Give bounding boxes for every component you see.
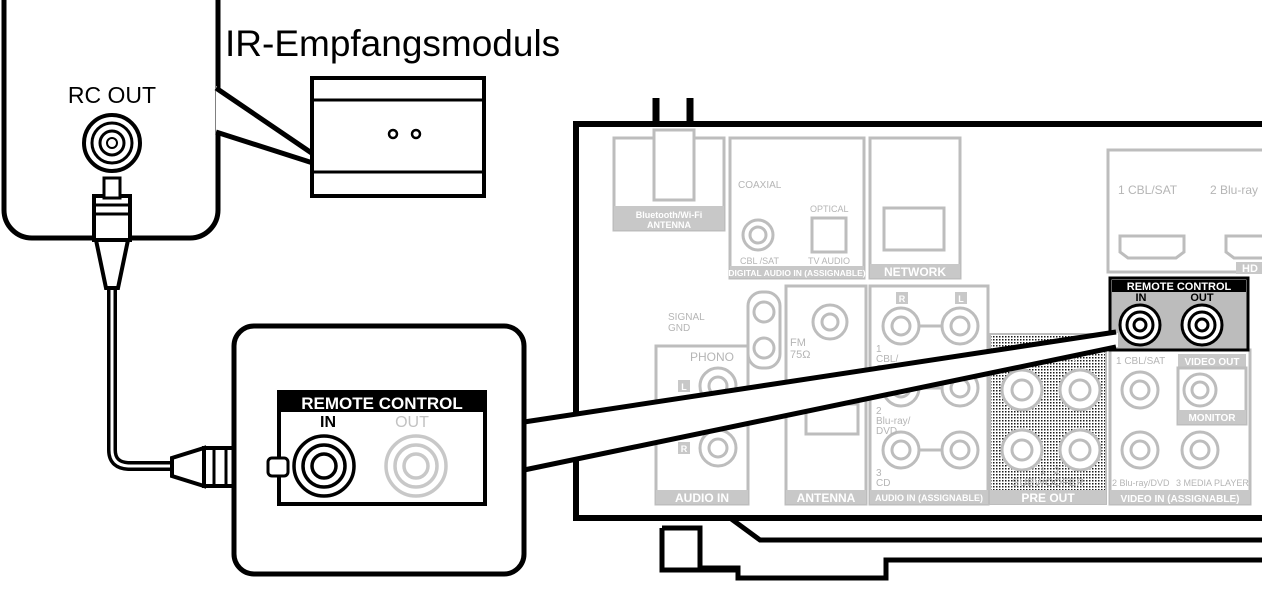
fm-label: FM xyxy=(790,337,806,349)
zoom-in-jack xyxy=(292,434,356,498)
pre-out-label: PRE OUT xyxy=(1021,491,1075,505)
phono-r-label: R xyxy=(681,444,688,454)
audio-in-label: AUDIO IN xyxy=(675,491,729,505)
panel-remote-out: OUT xyxy=(1190,292,1214,304)
rc-out-label: RC OUT xyxy=(68,82,156,108)
zoom-callout: REMOTE CONTROL IN OUT xyxy=(231,323,1118,577)
subwoofer-1-label: 1 xyxy=(1040,466,1046,477)
phono-label: PHONO xyxy=(690,350,734,364)
bt-antenna-line2: ANTENNA xyxy=(647,220,691,230)
zoom-out-jack xyxy=(384,434,448,498)
hdmi-tag: HD xyxy=(1242,263,1258,275)
video-3-label: 3 MEDIA PLAYER xyxy=(1176,478,1249,488)
antenna-label: ANTENNA xyxy=(797,491,856,505)
src3-line2: CD xyxy=(876,478,890,489)
audio-in-assignable-label: AUDIO IN (ASSIGNABLE) xyxy=(875,493,983,503)
ir-module-callout: RC OUT IR-Empfangsmoduls xyxy=(1,0,560,241)
phono-l-label: L xyxy=(681,382,687,392)
audio-r-label: R xyxy=(899,294,906,304)
rca-cable xyxy=(92,176,282,489)
zoom-in-label: IN xyxy=(320,414,336,431)
fm-ohm-label: 75Ω xyxy=(790,349,810,361)
ir-receiver-module xyxy=(310,76,486,198)
digital-audio-in-label: DIGITAL AUDIO IN (ASSIGNABLE) xyxy=(728,268,865,278)
src1-num: 1 xyxy=(876,344,882,355)
video-1-label: 1 CBL/SAT xyxy=(1116,356,1165,367)
coaxial-label: COAXIAL xyxy=(738,180,782,191)
panel-remote-in: IN xyxy=(1136,292,1147,304)
rc-out-jack xyxy=(82,113,142,173)
receiver-rear-panel: Bluetooth/Wi-Fi ANTENNA COAXIAL OPTICAL … xyxy=(573,98,1262,581)
video-in-label: VIDEO IN (ASSIGNABLE) xyxy=(1121,494,1240,505)
video-2-label: 2 Blu-ray/DVD xyxy=(1112,478,1170,488)
video-out-label: VIDEO OUT xyxy=(1184,357,1239,368)
hdmi-2-label: 2 Blu-ray xyxy=(1210,183,1258,197)
audio-l-label: L xyxy=(958,294,964,304)
ir-module-title: IR-Empfangsmoduls xyxy=(225,23,560,64)
hdmi-1-label: 1 CBL/SAT xyxy=(1118,183,1178,197)
zoom-remote-control: REMOTE CONTROL IN OUT xyxy=(277,390,487,506)
network-label: NETWORK xyxy=(884,265,946,279)
subwoofer-label: SUBWOOFER xyxy=(1012,477,1084,489)
zoom-out-label: OUT xyxy=(395,414,429,431)
cbl-sat-label: CBL /SAT xyxy=(740,256,780,266)
panel-remote-control: REMOTE CONTROL IN OUT xyxy=(1108,276,1250,352)
signal-gnd-line1: SIGNAL xyxy=(668,312,705,323)
src1-line2: CBL/ xyxy=(876,354,898,365)
src2-line3: DVD xyxy=(876,426,897,437)
src2-line2: Blu-ray/ xyxy=(876,416,911,427)
subwoofer-2-label: 2 xyxy=(1054,466,1060,477)
src3-num: 3 xyxy=(876,468,882,479)
optical-label: OPTICAL xyxy=(810,204,849,214)
bt-antenna-line1: Bluetooth/Wi-Fi xyxy=(636,210,702,220)
zoom-remote-title: REMOTE CONTROL xyxy=(301,394,463,413)
tv-audio-label: TV AUDIO xyxy=(808,256,850,266)
monitor-label: MONITOR xyxy=(1188,413,1236,424)
signal-gnd-line2: GND xyxy=(668,323,690,334)
panel-remote-title: REMOTE CONTROL xyxy=(1127,281,1232,293)
src2-num: 2 xyxy=(876,406,882,417)
